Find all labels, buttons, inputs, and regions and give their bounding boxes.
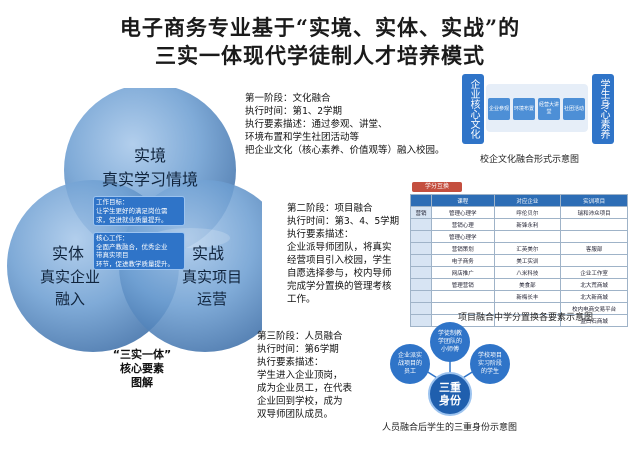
- stage2-text: 第二阶段：项目融合 执行时间：第3、4、5学期 执行要素描述： 企业派导师团队，…: [287, 202, 399, 306]
- identity-caption: 人员融合后学生的三重身份示意图: [382, 423, 518, 433]
- stage2-line4: 企业派导师团队，将真实: [287, 242, 392, 253]
- table-header-company: 对应企业: [493, 194, 562, 207]
- triple-identity-center: 三重 身份: [428, 372, 472, 416]
- stage3-line3: 执行要素描述：: [257, 357, 324, 368]
- core-box-line3: 带真实项目: [96, 251, 129, 259]
- table-row: 网店推广 八米科技 企业工作室: [410, 266, 628, 279]
- venn-left-line2: 真实企业: [39, 268, 100, 286]
- venn-top-subtitle: 真实学习情境: [101, 170, 198, 189]
- credit-exchange-badge: 学分互换: [412, 182, 462, 192]
- step-visit: 企业参观: [488, 98, 510, 120]
- page-title-line2: 三实一体现代学徒制人才培养模式: [155, 43, 485, 68]
- stage2-line5: 经营项目引入校园，学生: [287, 255, 392, 266]
- venn-right-line3: 运营: [196, 290, 227, 308]
- table-row: 营销 管理心理学 呼伦贝尔 瑞和沛众项目: [410, 206, 628, 219]
- culture-caption: 校企文化融合形式示意图: [480, 155, 580, 165]
- table-header-row: 课程 对应企业 实训项目: [410, 194, 628, 207]
- stage3-line6: 企业回到学校，成为: [257, 396, 343, 407]
- stage1-line5: 把企业文化（核心素养、价值观等）融入校园。: [245, 145, 445, 156]
- stage2-line6: 自愿选择参与，校内导师: [287, 268, 392, 279]
- table-row: 电子商务 美工实训: [410, 254, 628, 267]
- stage1-line1: 第一阶段：文化融合: [245, 93, 331, 104]
- step-lecture: 经营大讲堂: [538, 98, 560, 120]
- core-box-line2: 全面产教融合，优秀企业: [96, 242, 168, 251]
- identity-node-mentor: 学徒制教 学团队的 小师傅: [430, 322, 470, 362]
- stage2-line1: 第二阶段：项目融合: [287, 203, 373, 214]
- stage2-line2: 执行时间：第3、4、5学期: [287, 216, 400, 227]
- step-club: 社团活动: [563, 98, 585, 120]
- identity-node-student: 学校项目 实习阶段 的学生: [470, 344, 510, 384]
- goal-box: 工作目标： 让学生更好的满足岗位需 求，促进就业质量提升。: [93, 196, 185, 226]
- stage3-line4: 学生进入企业顶岗，: [257, 370, 343, 381]
- enterprise-culture-box: 企业核心文化: [462, 74, 484, 144]
- venn-caption: “三实一体” 核心要素 图解: [92, 348, 192, 390]
- core-box-line4: 环节，促进教学质量提升。: [96, 259, 174, 268]
- venn-left-title: 实体: [51, 244, 84, 263]
- venn-right-line2: 真实项目: [181, 268, 242, 286]
- stage1-text: 第一阶段：文化融合 执行时间：第1、2学期 执行要素描述：通过参观、讲堂、 环境…: [245, 92, 445, 157]
- stage3-text: 第三阶段：人员融合 执行时间：第6学期 执行要素描述： 学生进入企业顶岗， 成为…: [257, 330, 352, 421]
- table-row: 管理心理学: [410, 230, 628, 243]
- student-quality-box: 学生身心素养: [592, 74, 614, 144]
- table-header-project: 实训项目: [560, 194, 628, 207]
- table-row: 蓝白石商城: [410, 314, 628, 327]
- venn-caption-line1: “三实一体”: [112, 348, 172, 361]
- goal-box-line3: 求，促进就业质量提升。: [96, 216, 168, 224]
- core-work-box: 核心工作： 全面产教融合，优秀企业 带真实项目 环节，促进教学质量提升。: [93, 232, 185, 270]
- identity-node-employee: 企业派实 战项目的 员工: [390, 344, 430, 384]
- venn-caption-line3: 图解: [131, 376, 153, 389]
- table-row: 管理营销 美食部 北大荒商城: [410, 278, 628, 291]
- goal-box-line2: 让学生更好的满足岗位需: [96, 207, 168, 215]
- table-row: 新梅长丰 北大新商城: [410, 290, 628, 303]
- venn-caption-line2: 核心要素: [120, 362, 164, 375]
- project-caption: 项目融合中学分置换各要素示意图: [458, 313, 594, 323]
- stage2-line3: 执行要素描述：: [287, 229, 354, 240]
- stage1-line4: 环境布置和学生社团活动等: [245, 132, 360, 143]
- stage3-line5: 成为企业员工，在代表: [257, 383, 353, 394]
- culture-diagram: 企业核心文化 企业参观 环境布置 经营大讲堂 社团活动 学生身心素养: [452, 72, 628, 152]
- venn-left-line3: 融入: [54, 290, 85, 308]
- stage2-line7: 完成学分置换的管理考核: [287, 281, 392, 292]
- venn-top-title: 实境: [133, 146, 166, 165]
- core-box-title: 核心工作：: [96, 234, 129, 242]
- stage1-line3: 执行要素描述：通过参观、讲堂、: [245, 119, 388, 130]
- page-title-line1: 电子商务专业基于“实境、实体、实战”的: [119, 15, 521, 40]
- stage3-line7: 双导师团队成员。: [257, 409, 334, 420]
- stage1-line2: 执行时间：第1、2学期: [245, 106, 342, 117]
- goal-box-title: 工作目标：: [96, 198, 129, 206]
- stage2-line8: 工作。: [287, 294, 316, 305]
- step-environment: 环境布置: [513, 98, 535, 120]
- venn-right-title: 实战: [191, 244, 224, 263]
- table-header-course: 课程: [430, 194, 495, 207]
- project-table: 课程 对应企业 实训项目 营销 管理心理学 呼伦贝尔 瑞和沛众项目 营销心理 新…: [410, 194, 628, 327]
- table-row: 营销心理 新锋永利: [410, 218, 628, 231]
- stage3-line1: 第三阶段：人员融合: [257, 331, 343, 342]
- stage3-line2: 执行时间：第6学期: [257, 344, 339, 355]
- table-row: 营销策划 汇英美尔 客服部: [410, 242, 628, 255]
